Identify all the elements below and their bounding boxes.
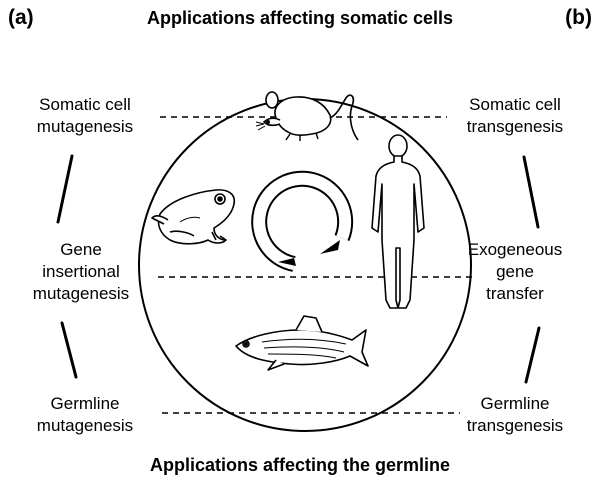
zebrafish-icon <box>235 315 369 371</box>
label-line: gene <box>496 262 534 281</box>
central-circle <box>138 98 472 432</box>
panel-label-a: (a) <box>8 6 34 29</box>
label-line: transfer <box>486 284 544 303</box>
label-somatic-cell-mutagenesis: Somatic cell mutagenesis <box>10 94 160 138</box>
label-line: mutagenesis <box>32 284 130 303</box>
edge-right-lower <box>524 326 541 384</box>
label-line: Somatic cell <box>39 95 131 114</box>
mouse-icon <box>255 91 359 141</box>
label-line: transgenesis <box>466 416 564 435</box>
hexagon-edges <box>56 154 541 384</box>
edge-left-lower <box>60 321 78 379</box>
label-line: insertional <box>42 262 120 281</box>
dashed-guides <box>158 116 472 414</box>
label-line: Germline <box>50 394 120 413</box>
heading-somatic-applications: Applications affecting somatic cells <box>146 8 454 28</box>
label-germline-mutagenesis: Germline mutagenesis <box>10 393 160 437</box>
label-germline-transgenesis: Germline transgenesis <box>440 393 590 437</box>
heading-germline-applications: Applications affecting the germline <box>149 455 451 475</box>
label-exogeneous-gene-transfer: Exogeneous gene transfer <box>440 239 590 305</box>
plasmid-arrow-right <box>320 240 340 254</box>
label-gene-insertional-mutagenesis: Gene insertional mutagenesis <box>6 239 156 305</box>
edge-right-upper <box>522 155 540 229</box>
label-line: Gene <box>60 240 102 259</box>
human-icon <box>371 134 425 309</box>
panel-label-b: (b) <box>565 6 592 29</box>
frog-icon <box>151 189 236 245</box>
label-line: Exogeneous <box>467 240 563 259</box>
label-somatic-cell-transgenesis: Somatic cell transgenesis <box>440 94 590 138</box>
label-line: Germline <box>480 394 550 413</box>
label-line: mutagenesis <box>36 117 134 136</box>
label-line: mutagenesis <box>36 416 134 435</box>
plasmid-icon <box>251 170 354 272</box>
edge-left-upper <box>56 154 74 224</box>
label-line: transgenesis <box>466 117 564 136</box>
plasmid-arrow-left <box>278 258 296 266</box>
label-line: Somatic cell <box>469 95 561 114</box>
